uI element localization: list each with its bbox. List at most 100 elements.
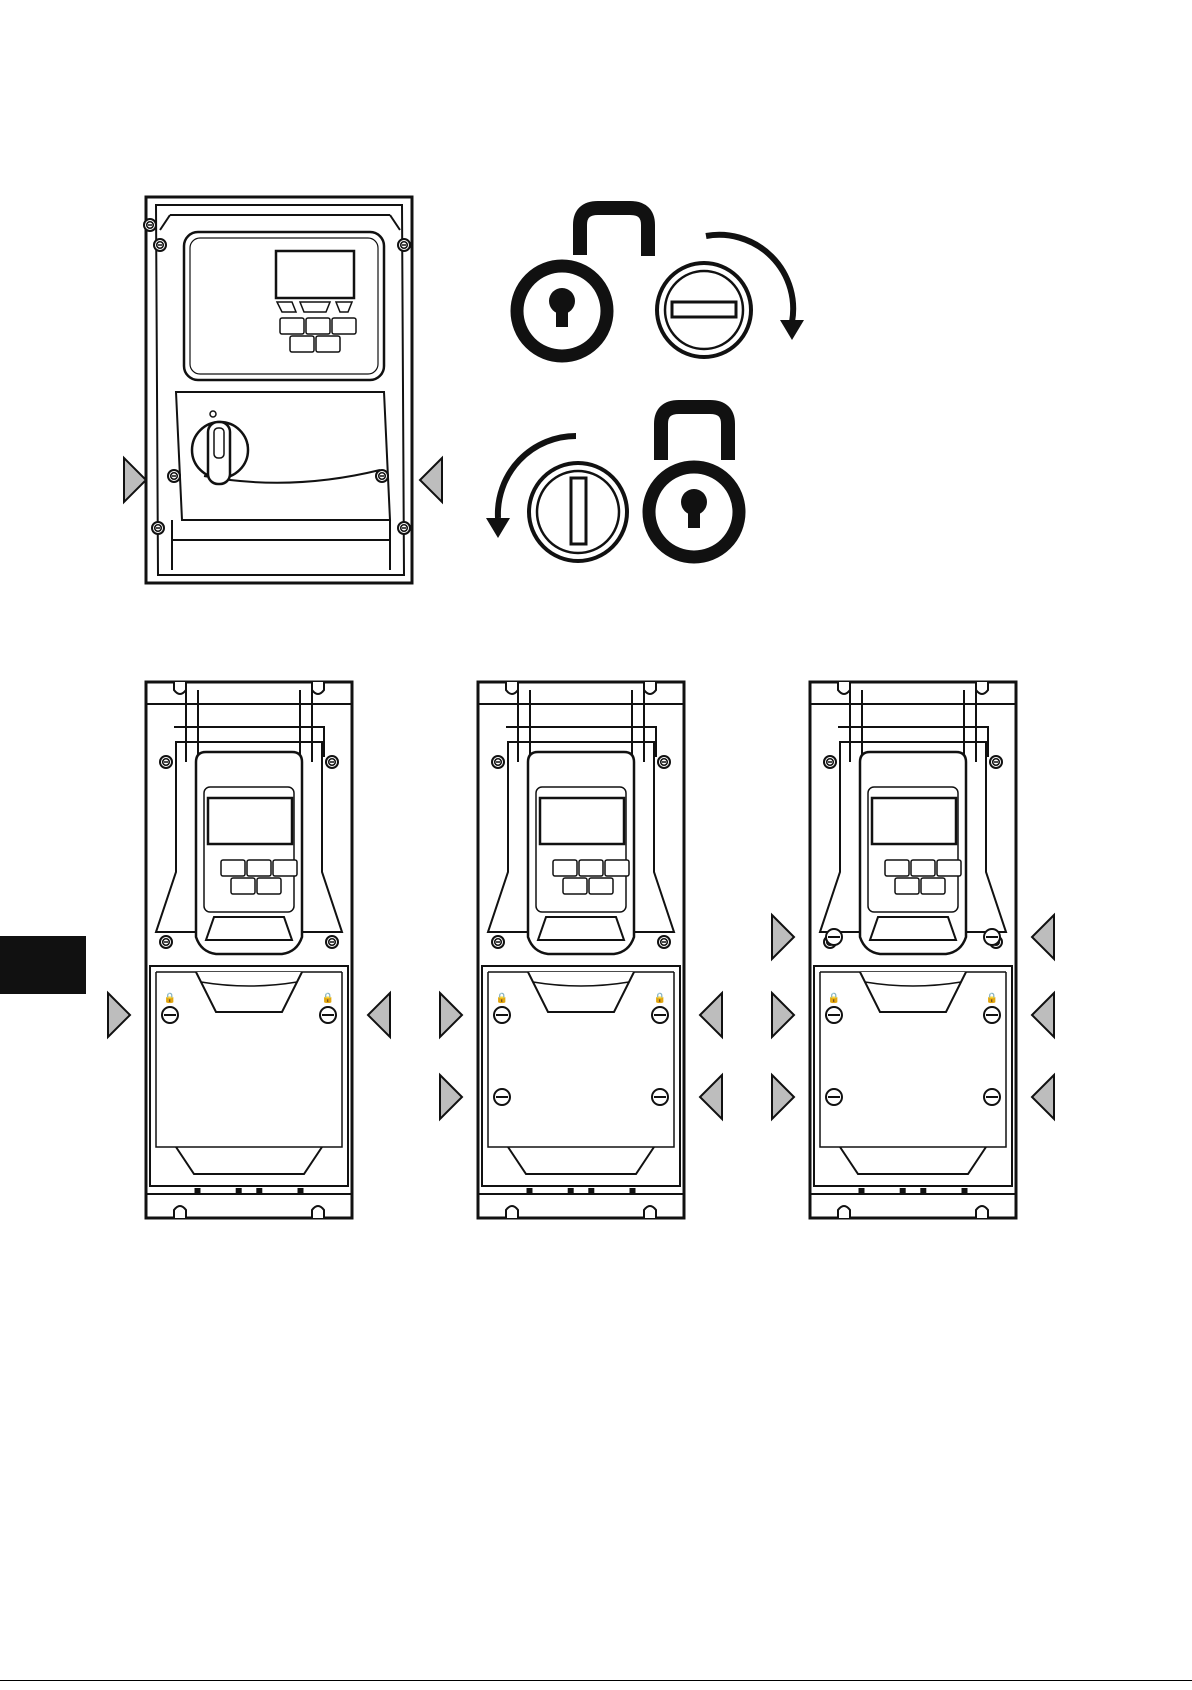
pointer-arrow-right (772, 1075, 794, 1119)
pointer-arrow-right (772, 993, 794, 1037)
key (221, 860, 245, 876)
mount-slot (838, 1206, 850, 1218)
screw (990, 756, 1002, 768)
screw (376, 470, 388, 482)
vent-mark (630, 1188, 636, 1194)
key-slot-vertical (529, 463, 627, 561)
vent-mark (859, 1188, 865, 1194)
key (290, 336, 314, 352)
mount-slot (506, 1206, 518, 1218)
mount-slot (312, 1206, 324, 1218)
cover-screw (826, 1007, 842, 1023)
key (937, 860, 961, 876)
key (911, 860, 935, 876)
cover-screw (826, 929, 842, 945)
cover-screw (652, 1089, 668, 1105)
screw (398, 522, 410, 534)
screw (492, 756, 504, 768)
screw (168, 470, 180, 482)
key (273, 860, 297, 876)
key (553, 860, 577, 876)
lock-icon (649, 407, 739, 557)
key (231, 878, 255, 894)
screw (154, 239, 166, 251)
lock-glyph: 🔒 (828, 992, 840, 1004)
pointer-arrow-right (772, 915, 794, 959)
key (257, 878, 281, 894)
mount-slot (838, 682, 850, 694)
screw (658, 756, 670, 768)
mount-slot (174, 682, 186, 694)
key (247, 860, 271, 876)
handle (860, 972, 966, 1012)
key (280, 318, 304, 334)
vent-mark (900, 1188, 906, 1194)
screw (824, 756, 836, 768)
lcd-screen (872, 798, 956, 844)
vent-mark (256, 1188, 262, 1194)
footer-rule (0, 1680, 1192, 1681)
lock-glyph: 🔒 (322, 992, 334, 1004)
key (306, 318, 330, 334)
mount-slot (312, 682, 324, 694)
drive-variant-2: 🔒🔒 (440, 682, 722, 1218)
unlock-icon (517, 208, 648, 356)
pointer-arrow-left (700, 993, 722, 1037)
screw (160, 936, 172, 948)
lock-glyph: 🔒 (986, 992, 998, 1004)
key (579, 860, 603, 876)
mount-slot (506, 682, 518, 694)
vent-mark (588, 1188, 594, 1194)
key (316, 336, 340, 352)
key-slot-horizontal (657, 263, 751, 357)
key (605, 860, 629, 876)
mount-slot (174, 1206, 186, 1218)
key (332, 318, 356, 334)
vent-mark (298, 1188, 304, 1194)
vent-mark (195, 1188, 201, 1194)
pointer-arrow-right (124, 458, 146, 502)
mount-slot (976, 1206, 988, 1218)
mount-slot (644, 1206, 656, 1218)
drive-variant-3: 🔒🔒 (772, 682, 1054, 1218)
key (563, 878, 587, 894)
cover-screw (984, 929, 1000, 945)
screw (326, 756, 338, 768)
pointer-arrow-left (700, 1075, 722, 1119)
drive-variant-1: 🔒🔒 (108, 682, 390, 1218)
cover-screw (320, 1007, 336, 1023)
pointer-arrow-left (1032, 993, 1054, 1037)
lock-glyph: 🔒 (164, 992, 176, 1004)
vent-mark (568, 1188, 574, 1194)
screw (398, 239, 410, 251)
pointer-arrow-right (440, 993, 462, 1037)
vent-mark (962, 1188, 968, 1194)
pointer-arrow-left (368, 993, 390, 1037)
key (895, 878, 919, 894)
lcd-screen (540, 798, 624, 844)
screw (144, 219, 156, 231)
pointer-arrow-right (440, 1075, 462, 1119)
lock-icons (486, 208, 804, 561)
pointer-arrow-right (108, 993, 130, 1037)
lcd-screen (276, 251, 354, 298)
lock-glyph: 🔒 (496, 992, 508, 1004)
key (885, 860, 909, 876)
cover-screw (652, 1007, 668, 1023)
cover-screw (984, 1007, 1000, 1023)
cover-screw (162, 1007, 178, 1023)
pointer-arrow-left (1032, 915, 1054, 959)
handle (528, 972, 634, 1012)
soft-keys (277, 302, 352, 312)
screw (658, 936, 670, 948)
enclosure-with-isolator (124, 197, 442, 583)
mount-slot (644, 682, 656, 694)
vent-mark (527, 1188, 533, 1194)
screw (160, 756, 172, 768)
screw (492, 936, 504, 948)
pointer-arrow-left (420, 458, 442, 502)
cover-screw (826, 1089, 842, 1105)
vent-mark (920, 1188, 926, 1194)
